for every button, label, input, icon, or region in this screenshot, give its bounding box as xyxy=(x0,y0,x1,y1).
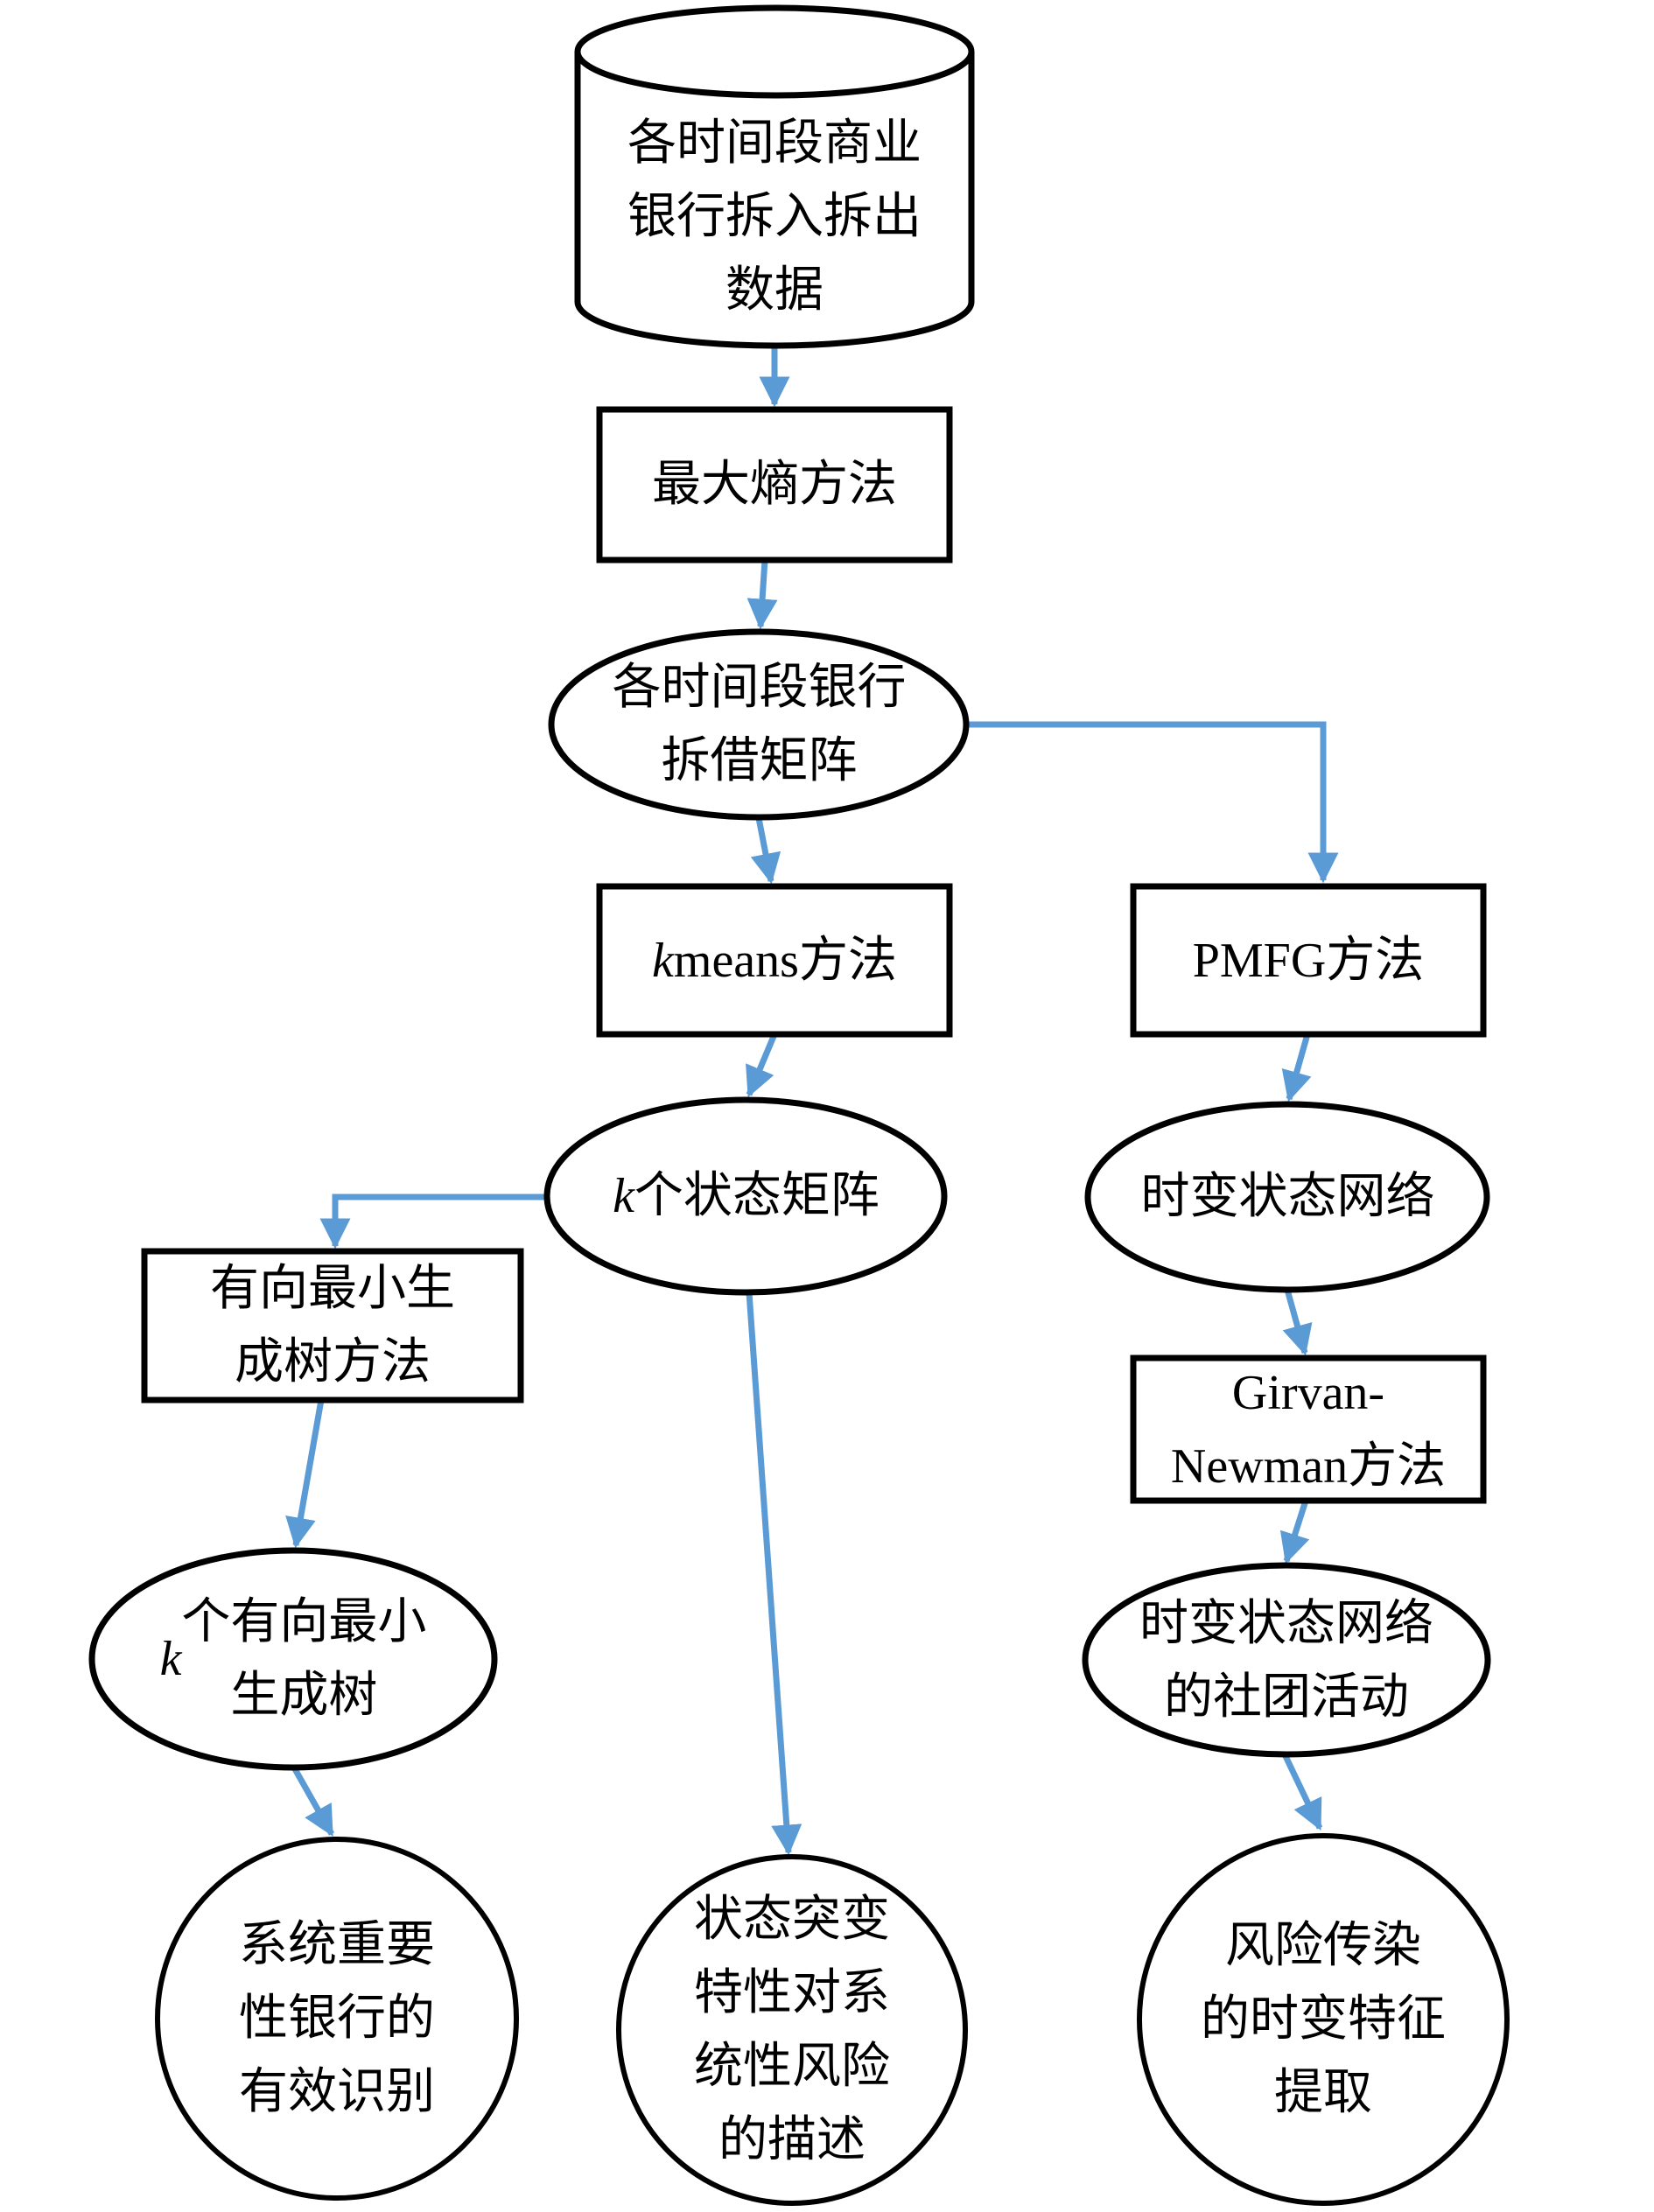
edge-tvnetwork-to-girvan-arrow xyxy=(1282,1289,1313,1356)
ellipse-community-shape xyxy=(1082,1562,1491,1758)
edge-maxentropy-to-matrix-arrow xyxy=(746,559,778,630)
edge-pmfg-to-tvnetwork-arrow xyxy=(1281,1033,1312,1102)
edge-girvan-to-community-arrow xyxy=(1279,1499,1310,1564)
circle-sib-identify-shape xyxy=(155,1837,519,2201)
edge-community-to-contagion-arrow xyxy=(1281,1753,1323,1831)
rect-kmeans-shape xyxy=(596,883,953,1038)
edge-kmeans-to-statematrices-arrow xyxy=(746,1032,778,1098)
rect-max-entropy-shape xyxy=(596,406,953,564)
circle-contagion-shape xyxy=(1137,1833,1510,2206)
circle-mutation-desc-shape xyxy=(616,1854,968,2206)
ellipse-tv-network-shape xyxy=(1084,1101,1490,1293)
ellipse-state-matrices-shape xyxy=(543,1096,948,1296)
ellipse-dmst-trees-shape xyxy=(88,1547,498,1771)
cylinder-source-db-top xyxy=(574,4,975,99)
cylinder-source-db-shape xyxy=(574,52,975,349)
edge-dmsttrees-to-sib-arrow xyxy=(291,1766,335,1838)
edge-matrix-to-pmfg-arrow xyxy=(966,721,1339,884)
edge-matrix-to-kmeans-arrow xyxy=(750,817,781,885)
edge-dmstmethod-to-dmsttrees-arrow xyxy=(285,1399,325,1549)
rect-girvan-newman-shape xyxy=(1130,1354,1487,1504)
rect-pmfg-shape xyxy=(1130,883,1487,1038)
edge-statematrices-to-dmstmethod-arrow xyxy=(319,1194,550,1250)
edge-statematrices-to-mutation-arrow xyxy=(746,1292,802,1856)
rect-dmst-method-shape xyxy=(141,1248,524,1404)
ellipse-interbank-matrix-shape xyxy=(548,628,970,821)
